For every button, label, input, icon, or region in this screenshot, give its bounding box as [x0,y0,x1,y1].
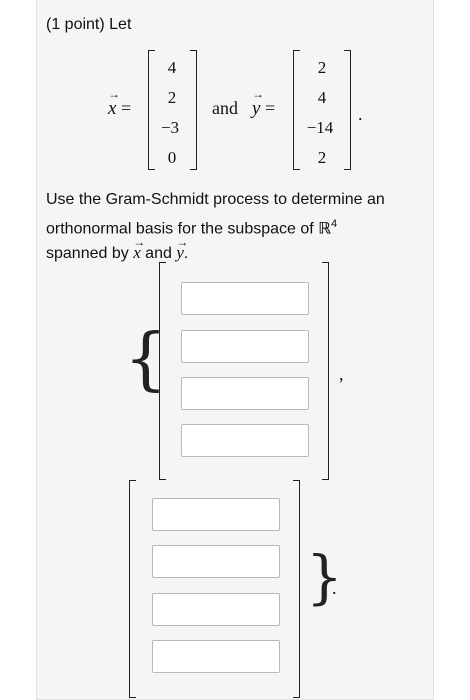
definition-period: . [358,104,363,124]
and-label: and [212,98,238,118]
x-entry-2: 2 [167,88,177,107]
x-entry-4: 0 [167,148,177,167]
y-entry-2: 4 [317,88,327,107]
x-variable: x [108,87,121,120]
vector2-entry-2[interactable] [152,545,280,578]
vector1-entry-2[interactable] [181,330,309,363]
vector2-right-bracket [293,480,300,698]
y-entry-1: 2 [317,58,327,77]
x-right-bracket [190,50,197,170]
x-label: x = [108,87,132,120]
vector2-entry-4[interactable] [152,640,280,673]
vector1-entry-4[interactable] [181,424,309,457]
vector-separator-comma: , [339,364,344,384]
x-variable-inline: x [133,230,144,265]
y-right-bracket [344,50,351,170]
y-entry-3: −14 [306,118,334,137]
vector1-entry-3[interactable] [181,377,309,410]
open-brace: { [124,320,168,399]
y-left-bracket [293,50,300,170]
instruction-text: Use the Gram-Schmidt process to determin… [46,188,426,266]
vector1-entry-1[interactable] [181,282,309,315]
instruction-line-3: spanned by x and y. [46,230,426,266]
y-label: y = [252,87,276,120]
vector1-left-bracket [159,262,166,480]
real-numbers-symbol: ℝ [318,218,331,238]
instruction-line-1: Use the Gram-Schmidt process to determin… [46,191,385,208]
vector2-entry-1[interactable] [152,498,280,531]
answer-trailing-period: . [332,578,337,598]
x-entry-1: 4 [167,58,177,77]
instruction-line-2: orthonormal basis for the subspace of ℝ4 [46,218,338,238]
equals-sign: = [120,98,132,118]
problem-header: (1 point) Let [46,16,132,33]
y-variable-inline: y [176,230,187,265]
vector2-left-bracket [129,480,136,698]
x-entry-3: −3 [160,118,180,137]
vector1-right-bracket [322,262,329,480]
x-left-bracket [148,50,155,170]
y-entry-4: 2 [317,148,327,167]
close-brace: } [306,543,343,611]
equals-sign: = [264,98,276,118]
vector2-entry-3[interactable] [152,593,280,626]
y-variable: y [252,87,265,120]
dimension-exponent: 4 [330,218,338,230]
